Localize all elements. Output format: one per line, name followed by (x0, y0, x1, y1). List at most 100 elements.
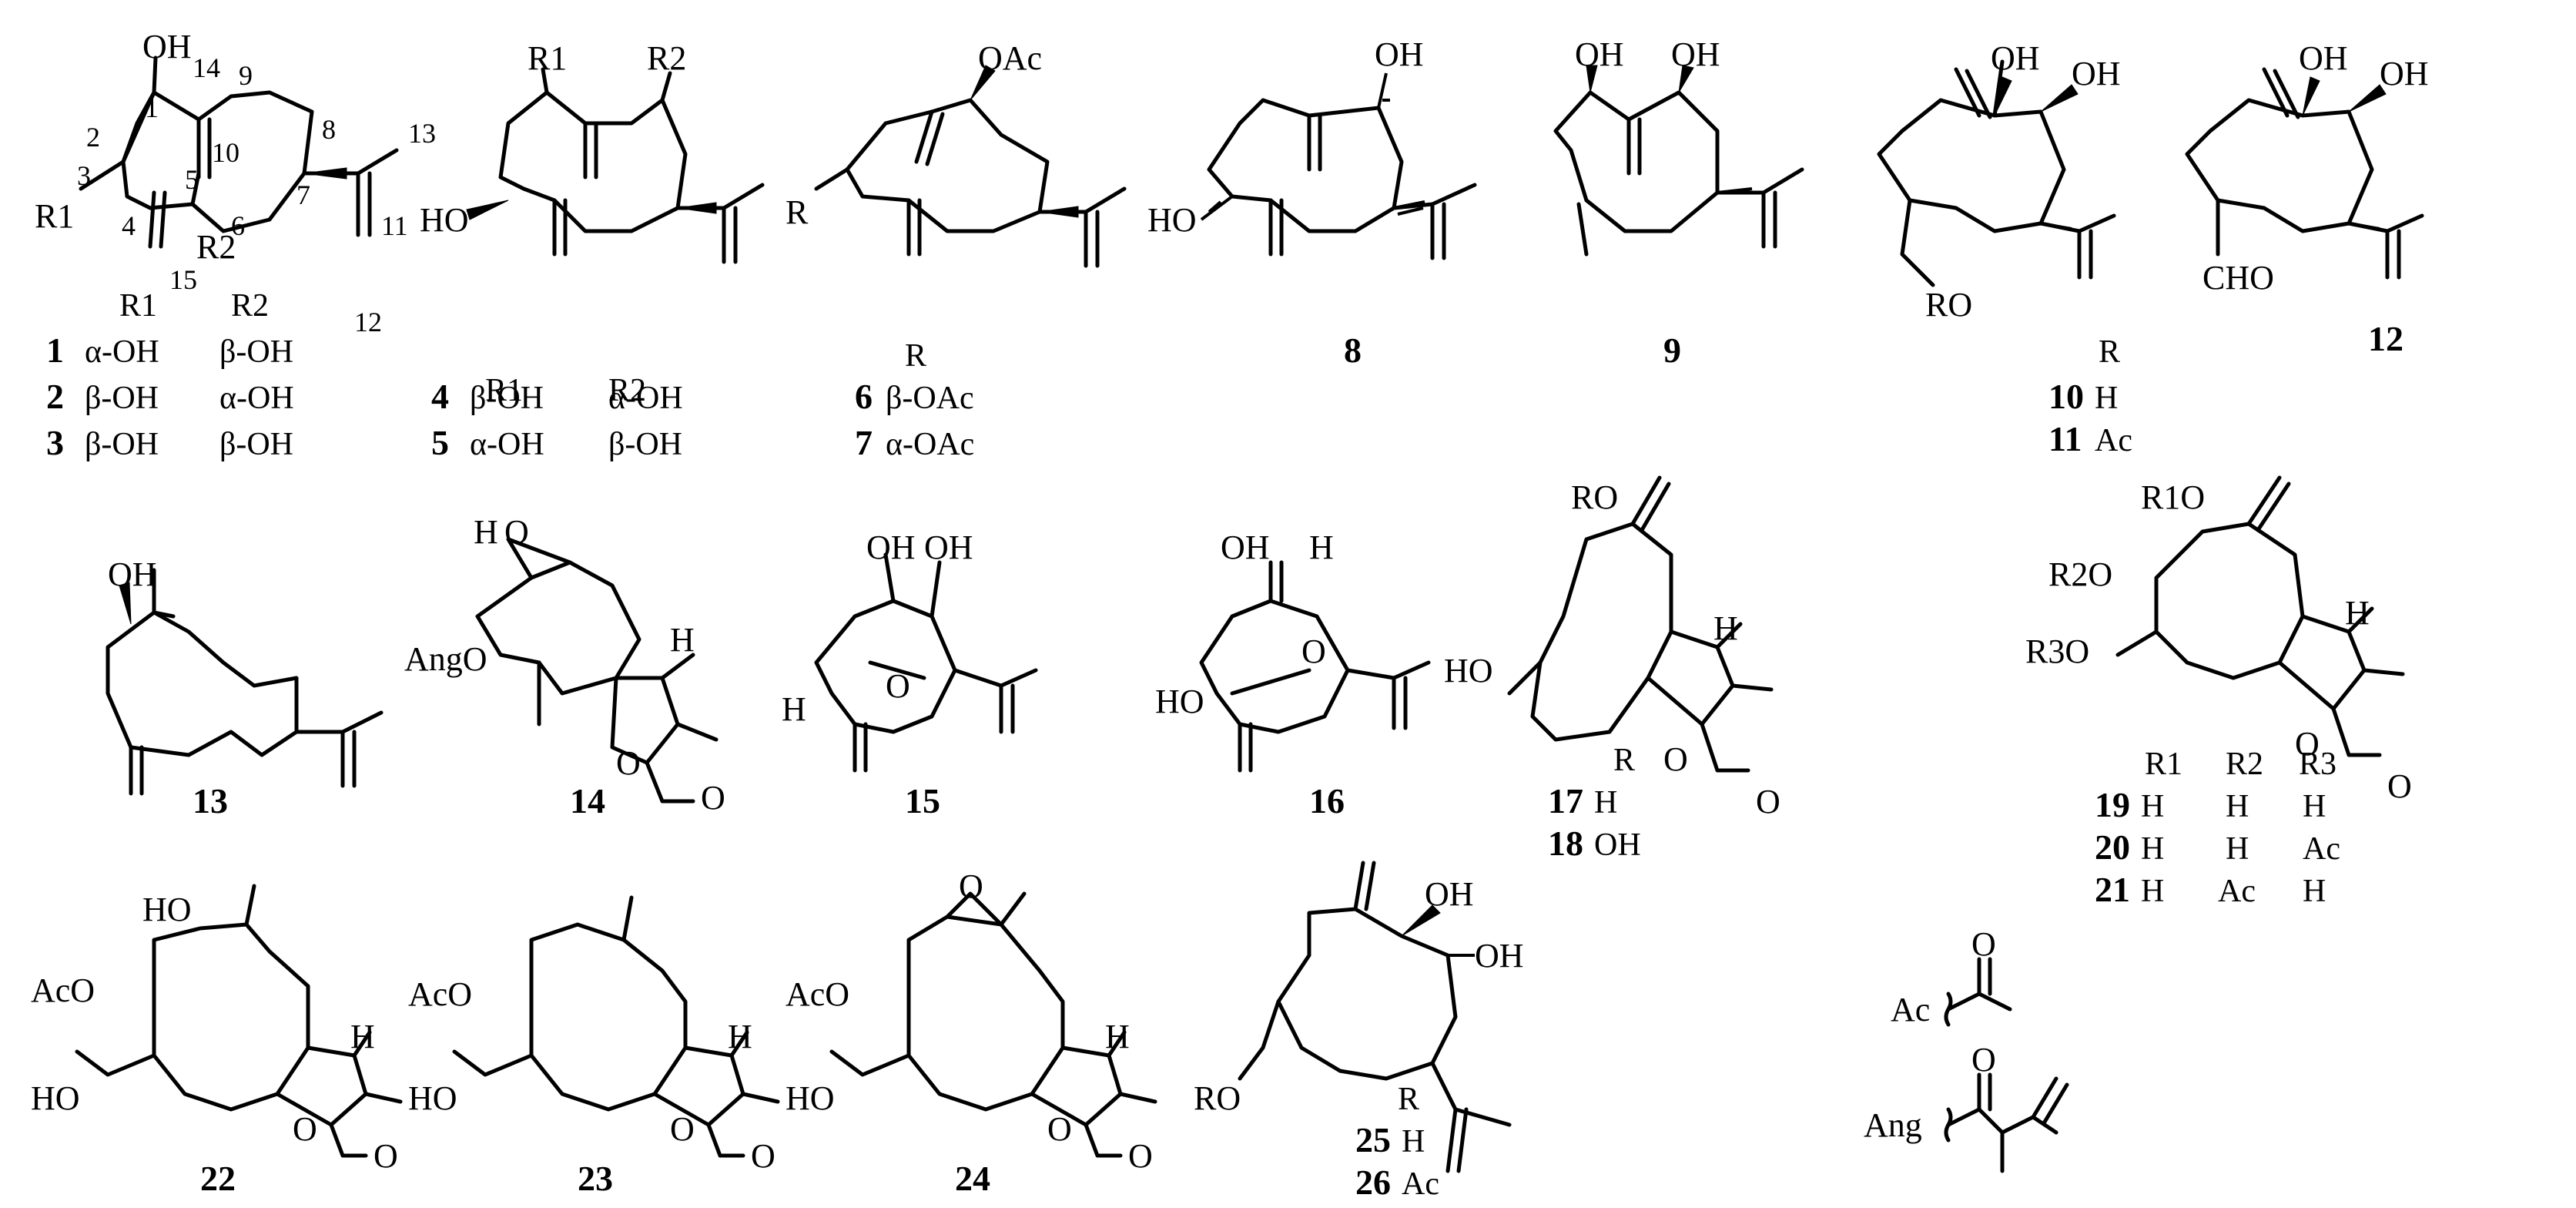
o-label: O (1301, 633, 1326, 670)
o-label: O (1663, 740, 1688, 778)
compound-id: 20 (2095, 827, 2130, 867)
oh-label: OH (2072, 55, 2121, 92)
r1-value: α-OH (85, 334, 159, 370)
r2-header: R2 (231, 288, 269, 324)
ang-legend: Ang O (1864, 1041, 2069, 1173)
compound-id: 8 (1344, 331, 1362, 370)
r2-label: R2 (196, 228, 236, 266)
compound-id: 6 (855, 377, 873, 416)
r-value: Ac (2095, 423, 2132, 458)
o-label: O (1971, 925, 1996, 963)
oh-label: OH (1375, 35, 1424, 73)
r3-header: R3 (2299, 747, 2336, 782)
r2-value: α-OH (608, 381, 683, 416)
structure-19-21: R1O R2O R3O H O O R1 R2 R3 19 H H H 20 H… (2025, 475, 2412, 909)
ac-legend: Ac O (1891, 925, 2012, 1028)
r-header: R (1613, 743, 1635, 778)
compound-id: 4 (431, 377, 449, 416)
compound-id: 25 (1355, 1120, 1391, 1159)
o-label: O (751, 1137, 775, 1175)
compound-id: 2 (46, 377, 64, 416)
h-label: H (1309, 528, 1334, 566)
ho-label: HO (408, 1079, 457, 1117)
atom-number: 7 (296, 180, 310, 210)
compound-id: 1 (46, 331, 64, 370)
compound-id: 13 (193, 781, 228, 820)
h-label: H (1713, 609, 1738, 647)
compound-id: 14 (570, 781, 605, 820)
structure-24: O AcO HO H O O 24 (786, 867, 1157, 1198)
h-label: H (474, 513, 498, 551)
compound-id: 3 (46, 423, 64, 462)
structure-16: OH H O HO 16 (1155, 528, 1431, 820)
structure-8: OH HO 8 (1147, 35, 1477, 370)
structure-4-5: R1 R2 HO R1 R2 4 β-OH α-OH 5 α-OH β-OH (420, 39, 765, 462)
r1-value: β-OH (85, 427, 159, 462)
compound-id: 15 (905, 781, 940, 820)
r2-value: β-OH (608, 427, 682, 462)
compound-id: 22 (200, 1159, 236, 1198)
o-label: O (701, 779, 725, 817)
h-label: H (1105, 1018, 1130, 1055)
r2-value: H (2226, 831, 2249, 867)
r1-header: R1 (119, 288, 157, 324)
atom-number: 3 (77, 160, 91, 191)
compound-id: 17 (1548, 781, 1583, 820)
o-label: O (886, 667, 910, 705)
structure-15: OH OH O H 15 (782, 528, 1038, 820)
structure-10-11: OH OH RO R 10 H 11 Ac (1877, 39, 2132, 458)
oh-label: OH (2299, 39, 2348, 77)
compound-id: 5 (431, 423, 449, 462)
ho-label: HO (420, 201, 469, 239)
atom-number: 14 (193, 52, 220, 83)
h-label: H (350, 1018, 375, 1055)
structure-25-26: OH OH RO R 25 H 26 Ac (1194, 861, 1524, 1202)
compound-id: 16 (1309, 781, 1345, 820)
atom-number: 9 (239, 60, 253, 91)
atom-number: 2 (86, 122, 100, 153)
ho-label: HO (1155, 683, 1204, 720)
r1-value: β-OH (470, 381, 544, 416)
r1-header: R1 (485, 373, 523, 408)
r3-value: Ac (2303, 831, 2340, 867)
structure-23: AcO HO H O O 23 (408, 895, 780, 1198)
oh-label: OH (1991, 39, 2040, 77)
r-value: H (1594, 785, 1617, 820)
r1-value: H (2141, 874, 2164, 909)
compound-id: 23 (578, 1159, 613, 1198)
ho-label: HO (142, 891, 192, 928)
r1o-label: R1O (2141, 478, 2205, 516)
ho-label: HO (31, 1079, 80, 1117)
oh-label: OH (142, 28, 192, 65)
structure-1-3: OH 14 1 2 3 4 5 6 7 8 9 10 11 12 13 15 R… (35, 28, 436, 462)
aco-label: AcO (408, 975, 472, 1013)
r-header: R (1398, 1082, 1419, 1117)
o-label: O (1047, 1110, 1072, 1148)
aco-label: AcO (786, 975, 849, 1013)
atom-number: 15 (169, 264, 197, 295)
compound-id: 24 (955, 1159, 990, 1198)
compound-id: 21 (2095, 870, 2130, 909)
structure-13: OH 13 (106, 555, 384, 820)
r-value: β-OAc (886, 381, 974, 416)
o-label: O (2387, 767, 2412, 805)
o-label: O (374, 1137, 398, 1175)
o-label: O (293, 1110, 317, 1148)
r-value: α-OAc (886, 427, 974, 462)
atom-number: 11 (381, 210, 408, 241)
o-label: O (2295, 725, 2320, 763)
structure-22: HO AcO HO H O O 22 (31, 884, 403, 1198)
atom-number: 6 (231, 210, 245, 241)
structure-6-7: OAc R R 6 β-OAc 7 α-OAc (786, 39, 1127, 462)
compound-id: 10 (2048, 377, 2084, 416)
h-label: H (728, 1018, 752, 1055)
r3-value: H (2303, 874, 2326, 909)
atom-number: 5 (185, 164, 199, 195)
r2-header: R2 (2226, 747, 2263, 782)
ang-label: Ang (1864, 1106, 1922, 1144)
o-label: O (1971, 1041, 1996, 1079)
oh-label: OH (2380, 55, 2429, 92)
r-value: Ac (1402, 1166, 1439, 1202)
r2o-label: R2O (2048, 555, 2112, 593)
